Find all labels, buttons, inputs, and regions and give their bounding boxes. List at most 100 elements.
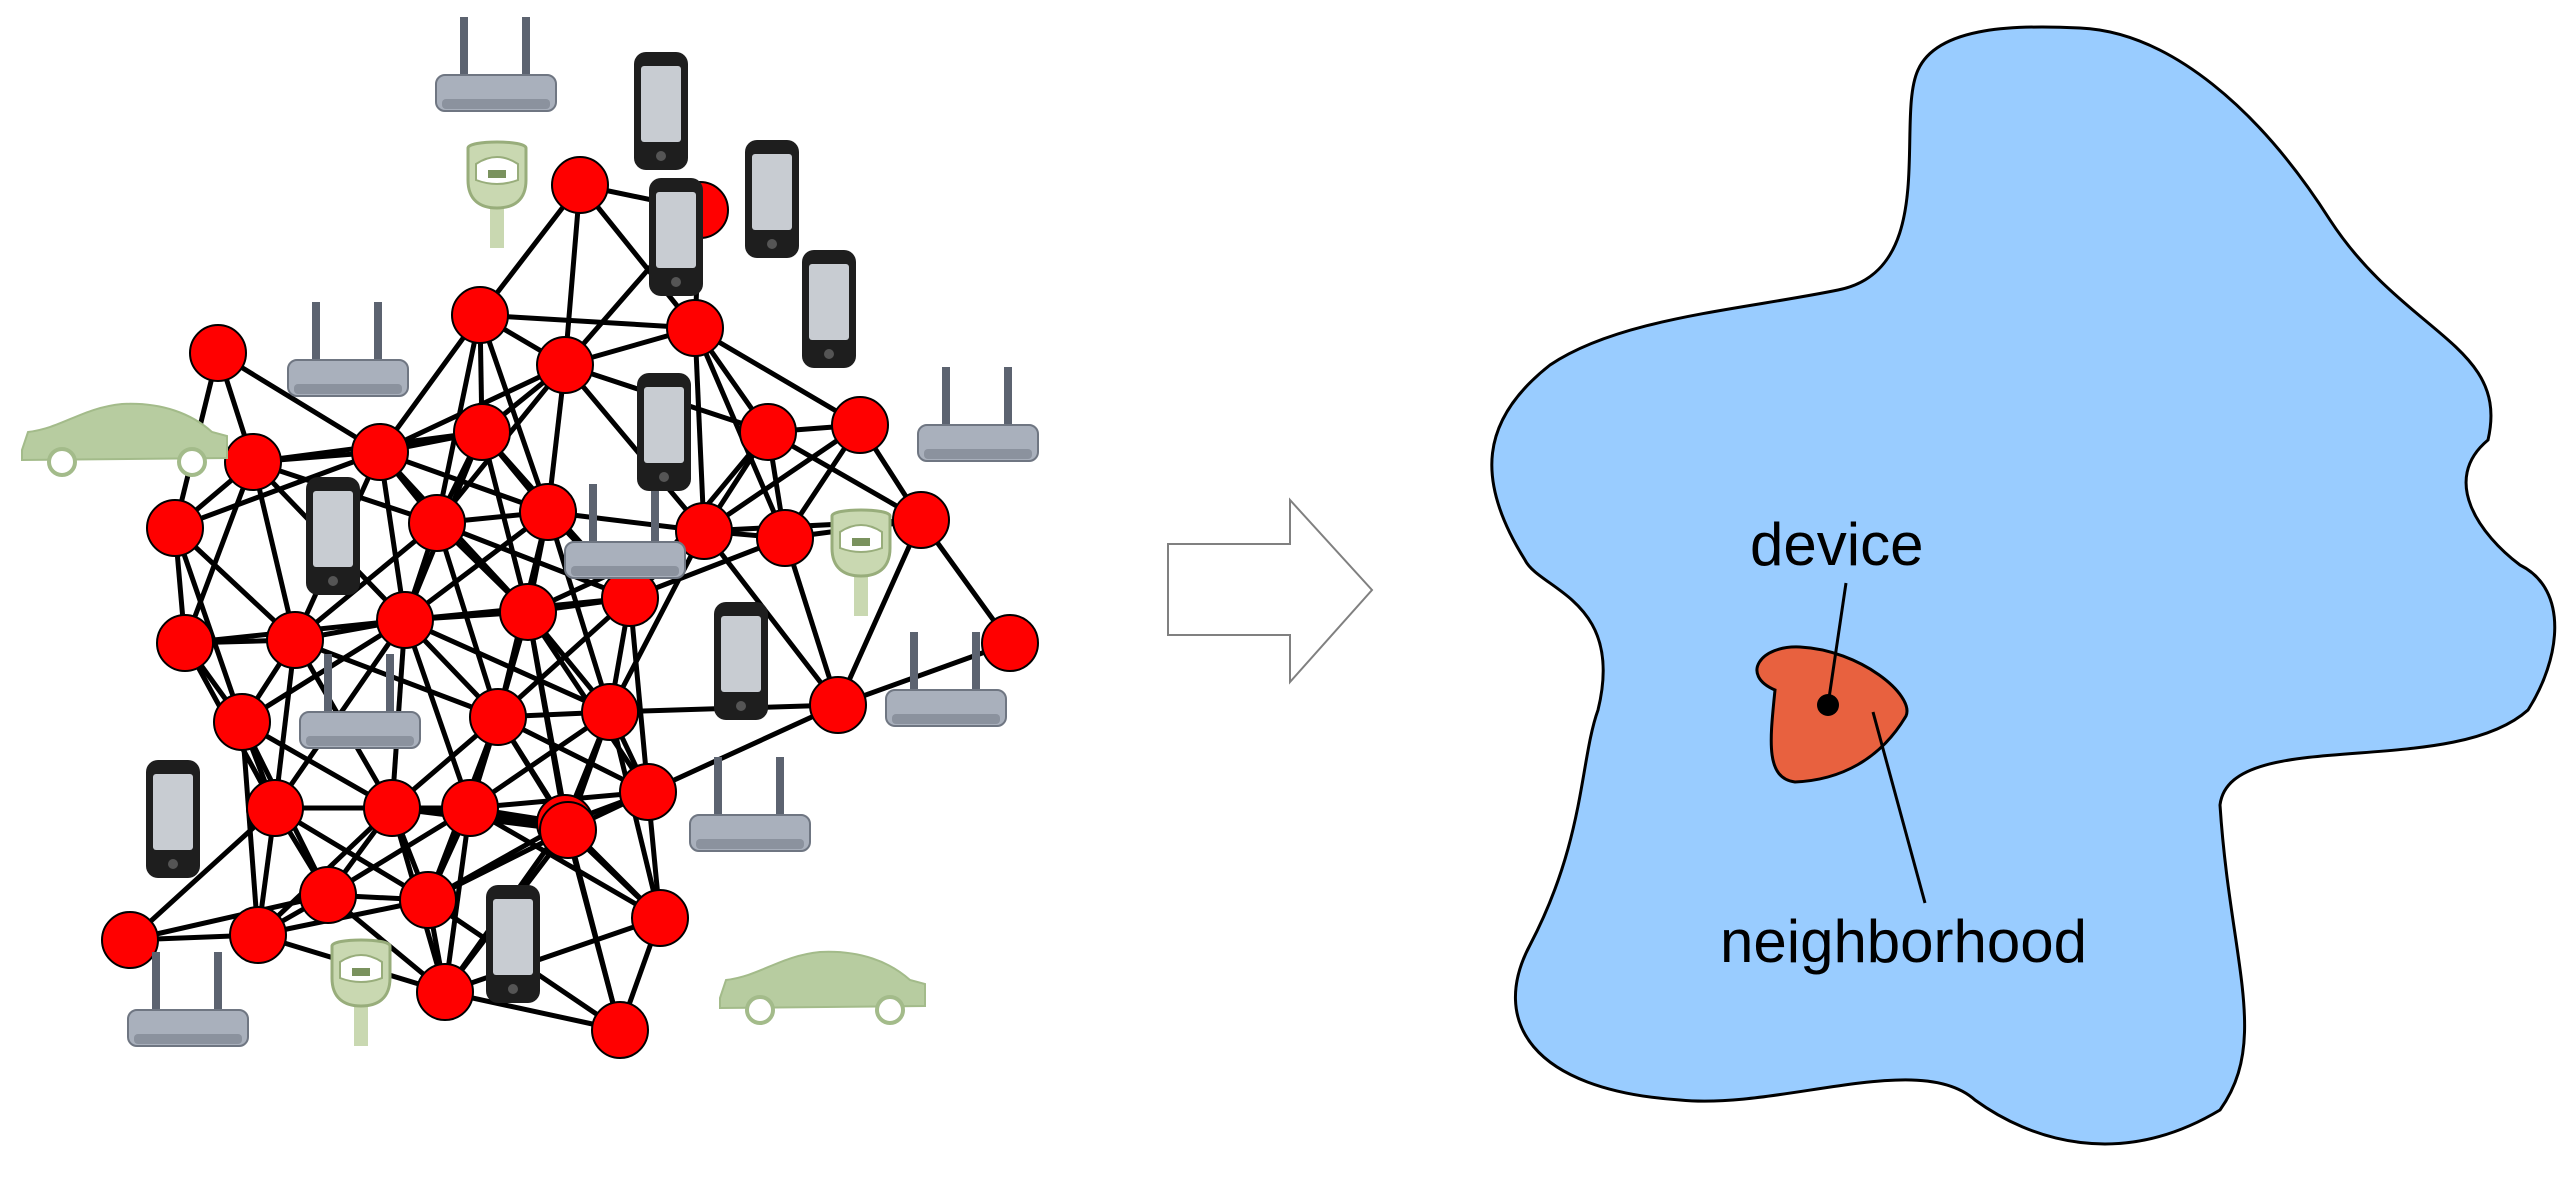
router-icon	[299, 654, 421, 749]
network-edge	[646, 702, 840, 795]
network-node	[213, 693, 271, 751]
phone-icon	[637, 373, 691, 491]
network-edge	[766, 429, 923, 523]
network-node	[299, 866, 357, 924]
network-node	[981, 614, 1039, 672]
network-edge	[578, 183, 697, 330]
router-icon	[917, 367, 1039, 462]
network-edge	[607, 529, 707, 714]
right-arrow-icon	[1167, 497, 1374, 685]
network-node	[756, 509, 814, 567]
network-edge	[403, 510, 550, 622]
phone-icon	[306, 477, 360, 595]
network-node	[519, 483, 577, 541]
network-edge	[496, 596, 632, 719]
network-node	[156, 614, 214, 672]
parking-meter-icon	[330, 938, 392, 1046]
network-edge	[835, 518, 924, 707]
right-arrow-shape	[1167, 497, 1374, 685]
network-node	[451, 286, 509, 344]
network-node	[146, 499, 204, 557]
network-edge	[172, 527, 245, 723]
network-node	[675, 502, 733, 560]
network-edge	[402, 619, 473, 809]
network-edge	[444, 915, 661, 995]
network-node	[551, 156, 609, 214]
router-icon	[287, 302, 409, 397]
network-edge	[273, 805, 430, 903]
network-edge	[479, 312, 696, 331]
network-edge	[436, 520, 631, 601]
phone-icon	[146, 760, 200, 878]
phone-icon	[634, 52, 688, 170]
network-edge	[294, 637, 499, 720]
network-edge	[525, 611, 571, 831]
network-node	[892, 491, 950, 549]
neighborhood-label: neighborhood	[1720, 908, 2087, 975]
network-edge	[128, 806, 277, 942]
network-edge	[563, 363, 706, 533]
network-edge	[837, 640, 1011, 708]
network-devices	[21, 17, 1039, 1047]
network-edge	[444, 989, 621, 1033]
network-node	[351, 423, 409, 481]
network-node	[619, 763, 677, 821]
network-node	[536, 336, 594, 394]
network-edge	[216, 350, 382, 455]
phone-icon	[649, 178, 703, 296]
continuous-space: device neighborhood	[1490, 25, 2557, 1146]
space-blob	[1490, 25, 2557, 1146]
network-edge	[702, 529, 840, 707]
network-edges	[128, 182, 1013, 1033]
network-node	[101, 911, 159, 969]
neighborhood-leader-line	[1871, 711, 1927, 904]
parking-meter-icon	[830, 508, 892, 616]
network-node	[189, 324, 247, 382]
network-node	[631, 889, 689, 947]
network-edge	[240, 617, 407, 725]
network-nodes	[101, 156, 1039, 1059]
network-node	[246, 779, 304, 837]
network-edge	[692, 327, 707, 532]
network-edge	[293, 521, 439, 642]
network-edge	[562, 184, 583, 366]
network-edge	[250, 461, 298, 641]
network-edge	[545, 511, 613, 713]
network-edge	[627, 597, 651, 793]
network-edge	[693, 325, 862, 428]
network-node	[363, 779, 421, 837]
phone-icon	[714, 602, 768, 720]
network-node	[416, 963, 474, 1021]
network-edge	[403, 617, 612, 715]
network-node	[266, 611, 324, 669]
phone-icon	[802, 250, 856, 368]
network-edge	[182, 461, 256, 644]
network-edge	[129, 892, 329, 943]
network-node	[441, 779, 499, 837]
network-node	[229, 906, 287, 964]
network-node	[453, 403, 511, 461]
phone-icon	[745, 140, 799, 258]
network-edge	[782, 537, 841, 706]
network-node	[809, 676, 867, 734]
network-node	[408, 494, 466, 552]
network-edge	[702, 422, 862, 534]
network-edge	[379, 449, 549, 515]
router-icon	[435, 17, 557, 112]
network-node	[831, 396, 889, 454]
network-edge	[468, 805, 662, 921]
network-edge	[565, 829, 623, 1031]
router-icon	[127, 952, 249, 1047]
device-network	[21, 17, 1039, 1059]
device-leader-line	[1826, 582, 1848, 706]
network-node	[499, 583, 557, 641]
router-icon	[689, 757, 811, 852]
network-node	[739, 403, 797, 461]
router-icon	[564, 484, 686, 579]
device-label: device	[1750, 511, 1923, 578]
car-icon	[719, 950, 926, 1025]
network-edge	[479, 431, 531, 613]
phone-icon	[486, 885, 540, 1003]
network-node	[591, 1001, 649, 1059]
